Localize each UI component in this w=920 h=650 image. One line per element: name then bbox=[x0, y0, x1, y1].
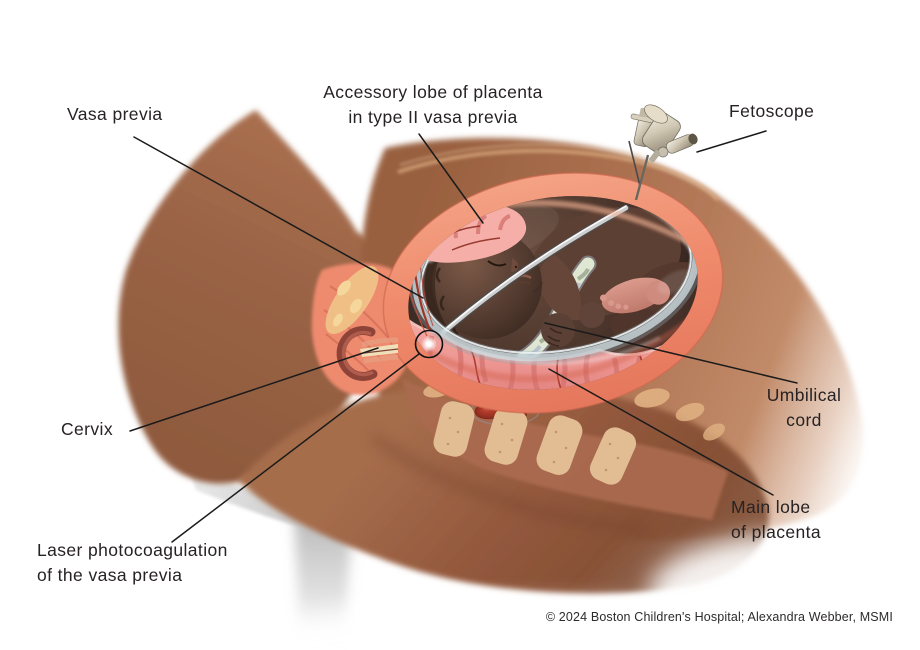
leader-lines bbox=[129, 130, 798, 543]
fat-oval bbox=[675, 402, 705, 422]
label-text: in type II vasa previa bbox=[348, 106, 518, 127]
belly-fold-shadow bbox=[368, 431, 649, 536]
fetus-foot-pink bbox=[600, 277, 671, 314]
fetoscope-device bbox=[628, 104, 698, 201]
fat-oval bbox=[703, 423, 725, 441]
fat-oval bbox=[634, 388, 670, 408]
canal-wall-lower bbox=[363, 354, 399, 364]
label-accessory-lobe: Accessory lobe of placenta in type II va… bbox=[293, 80, 573, 130]
fetus-hand bbox=[579, 302, 605, 328]
port-opening bbox=[688, 133, 698, 145]
label-text: Accessory lobe of placenta bbox=[323, 82, 543, 102]
fetoscope-shaft bbox=[427, 204, 630, 347]
label-text: Umbilical bbox=[766, 385, 842, 405]
finger-lines bbox=[547, 327, 563, 347]
skin-fat-line bbox=[397, 148, 720, 202]
cervix bbox=[336, 325, 399, 381]
label-fetoscope: Fetoscope bbox=[729, 99, 814, 124]
fat-lobule bbox=[337, 280, 351, 296]
label-text: Vasa previa bbox=[67, 104, 163, 124]
bone-speckles bbox=[446, 416, 620, 472]
needle bbox=[628, 140, 641, 187]
label-text: Main lobe bbox=[731, 497, 811, 517]
fat-lobule bbox=[349, 298, 363, 314]
scope-cap bbox=[644, 104, 668, 124]
uterus-opening bbox=[382, 172, 724, 414]
fat-lobule bbox=[333, 313, 343, 327]
leader-line-cervix bbox=[129, 347, 379, 432]
label-text: of the vasa previa bbox=[37, 564, 183, 585]
label-text: of placenta bbox=[731, 521, 822, 542]
label-umbilical-cord: Umbilical cord bbox=[749, 383, 859, 433]
label-laser: Laser photocoagulation of the vasa previ… bbox=[37, 538, 228, 588]
canal-slit bbox=[363, 348, 399, 354]
label-text: cord bbox=[786, 409, 822, 430]
laser-site-circle bbox=[414, 329, 444, 359]
skin-fat-line-2 bbox=[399, 143, 643, 166]
thigh bbox=[118, 110, 377, 484]
stopcock-handle bbox=[649, 150, 661, 163]
leader-line-umbilical-cord bbox=[544, 322, 798, 384]
copyright-credit: © 2024 Boston Children's Hospital; Alexa… bbox=[545, 610, 893, 624]
leader-line-accessory-lobe bbox=[418, 133, 484, 224]
scope-cannula bbox=[634, 154, 650, 201]
label-vasa-previa: Vasa previa bbox=[67, 102, 163, 127]
soft-fade-overlays bbox=[88, 514, 920, 650]
cervix-os-ring bbox=[336, 325, 378, 381]
cervical-canal bbox=[360, 344, 398, 357]
ring-inner-shadow bbox=[426, 313, 699, 383]
cervix-os-inner bbox=[341, 330, 374, 377]
table-leg bbox=[294, 512, 352, 642]
lower-torso bbox=[238, 384, 769, 594]
leader-line-vasa-previa bbox=[133, 136, 424, 299]
laser-tip-point bbox=[426, 341, 432, 347]
leader-line-main-lobe bbox=[548, 368, 774, 496]
canal-wall-upper bbox=[361, 337, 399, 348]
label-text: Laser photocoagulation bbox=[37, 540, 228, 560]
leader-line-fetoscope bbox=[696, 130, 767, 153]
vertebrae bbox=[433, 401, 637, 485]
fetus-fist bbox=[541, 313, 575, 347]
fetus-arm bbox=[538, 255, 582, 321]
label-text: Fetoscope bbox=[729, 101, 815, 121]
leader-line-laser bbox=[171, 353, 420, 543]
label-main-lobe: Main lobe of placenta bbox=[731, 495, 821, 545]
label-cervix: Cervix bbox=[61, 417, 113, 442]
label-text: Cervix bbox=[61, 419, 113, 439]
